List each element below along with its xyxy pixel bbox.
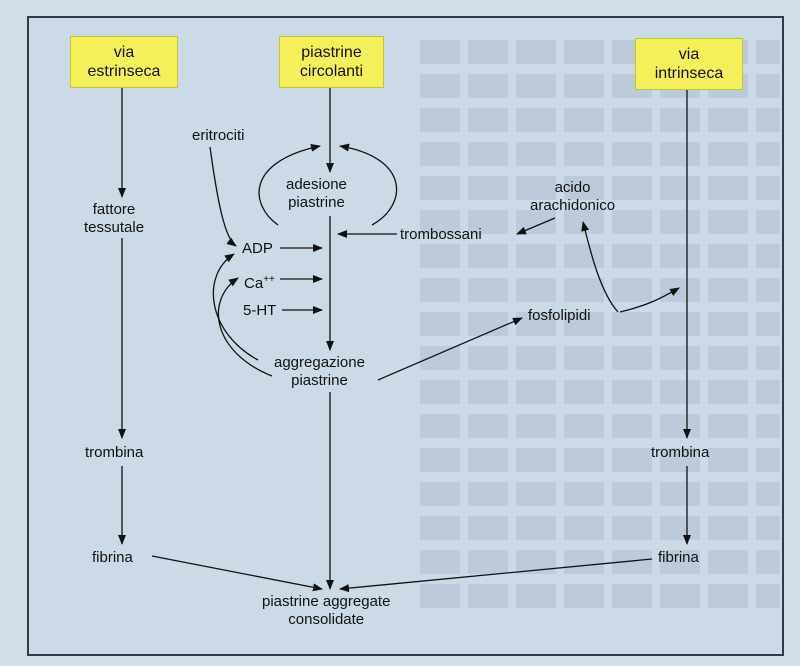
arrow-aggregazione-loop-ca: [217, 277, 273, 377]
node-5ht: 5-HT: [243, 302, 277, 319]
node-consolidate-line1: piastrine aggregate: [262, 593, 391, 610]
node-eritrociti: eritrociti: [192, 127, 245, 144]
node-trombina-left: trombina: [85, 444, 144, 461]
node-aggregazione-piastrine: aggregazione piastrine: [274, 354, 365, 390]
node-ca: Ca++: [244, 271, 275, 293]
node-acido-line2: arachidonico: [530, 197, 616, 214]
node-fibrina-right: fibrina: [658, 549, 699, 566]
node-adesione-line2: piastrine: [288, 194, 345, 211]
box-via-estrinseca: via estrinseca: [70, 36, 178, 88]
box-piastrine-circolanti-line1: piastrine: [301, 44, 362, 61]
arrow-eritrociti-adp: [209, 146, 237, 247]
arrow-fosfolipidi-acido: [581, 221, 619, 313]
node-consolidate-line2: consolidate: [288, 611, 365, 628]
node-fattore-line1: fattore: [92, 201, 136, 218]
arrow-aggregazione-loop-adp: [212, 253, 259, 361]
node-aggregazione-line2: piastrine: [291, 372, 348, 389]
box-piastrine-circolanti: piastrine circolanti: [279, 36, 384, 88]
node-adesione-line1: adesione: [286, 176, 347, 193]
arrow-aggregazione-fosfolipidi: [377, 317, 523, 381]
node-fibrina-left: fibrina: [92, 549, 133, 566]
node-ca-superscript: ++: [263, 274, 275, 285]
arrow-adesione-loop-right: [339, 143, 398, 226]
node-aggregazione-line1: aggregazione: [274, 354, 365, 371]
box-via-estrinseca-line2: estrinseca: [87, 63, 161, 80]
node-trombina-right: trombina: [651, 444, 710, 461]
arrow-acido-trombossani: [516, 217, 556, 235]
node-fattore-line2: tessutale: [84, 219, 145, 236]
arrow-fosfolipidi-intrinseca: [619, 287, 680, 313]
box-piastrine-circolanti-line2: circolanti: [299, 63, 364, 80]
node-piastrine-aggregate-consolidate: piastrine aggregate consolidate: [262, 593, 390, 629]
node-acido-line1: acido: [554, 179, 591, 196]
node-adp: ADP: [242, 240, 273, 257]
node-fattore-tessutale: fattore tessutale: [84, 201, 144, 237]
node-fosfolipidi: fosfolipidi: [528, 307, 591, 324]
box-via-intrinseca: via intrinseca: [635, 38, 743, 90]
node-acido-arachidonico: acido arachidonico: [530, 179, 615, 215]
node-adesione-piastrine: adesione piastrine: [286, 176, 347, 212]
box-via-estrinseca-line1: via: [113, 44, 135, 61]
diagram-panel: [27, 16, 784, 656]
node-trombossani: trombossani: [400, 226, 482, 243]
box-via-intrinseca-line1: via: [678, 46, 700, 63]
node-ca-base: Ca: [244, 275, 264, 292]
arrow-fibrina-left-consolidate: [151, 555, 323, 592]
box-via-intrinseca-line2: intrinseca: [654, 65, 724, 82]
arrow-adesione-loop-left: [258, 143, 321, 226]
arrow-fibrina-right-consolidate: [339, 558, 653, 593]
